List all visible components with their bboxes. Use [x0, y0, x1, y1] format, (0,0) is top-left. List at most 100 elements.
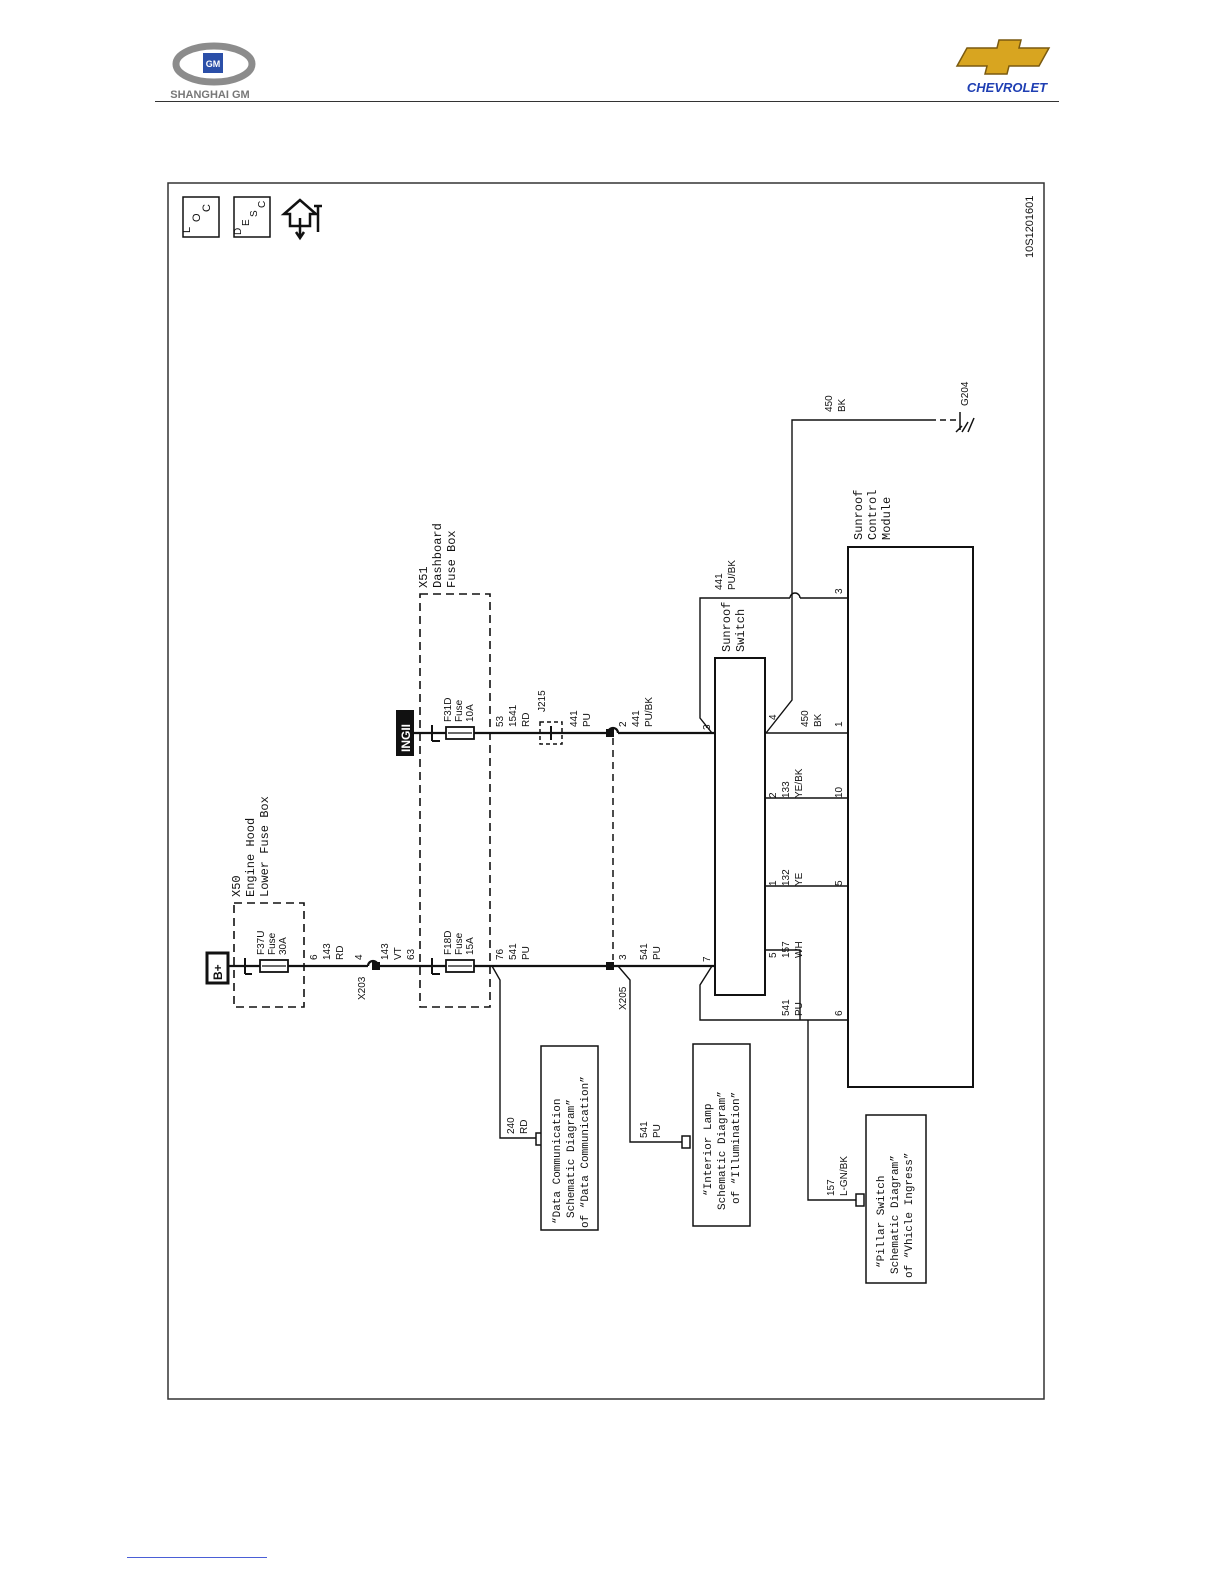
svg-text:Fuse: Fuse [454, 699, 465, 722]
shanghai-gm-logo: GM SHANGHAI GM [170, 42, 256, 101]
svg-text:WH: WH [794, 941, 805, 958]
x51-desc-1: Dashboard [431, 523, 445, 588]
svg-text:1541: 1541 [508, 704, 519, 727]
switch-pin-7: 7 [702, 956, 713, 962]
switch-label-1: Sunroof [720, 602, 734, 652]
svg-text:132: 132 [781, 869, 792, 886]
svg-text:L-GN/BK: L-GN/BK [839, 1156, 850, 1196]
svg-text:441: 441 [714, 573, 725, 590]
ground-g204-icon: G204 [955, 381, 975, 433]
svg-text:BK: BK [837, 398, 848, 412]
svg-text:2: 2 [618, 721, 629, 727]
description-icon: D E S C [233, 196, 271, 238]
svg-text:5: 5 [768, 952, 779, 958]
svg-text:F31D: F31D [443, 698, 454, 722]
svg-text:541: 541 [781, 999, 792, 1016]
location-icon: L O C [181, 196, 220, 238]
svg-text:450: 450 [800, 710, 811, 727]
svg-text:“Data Communication: “Data Communication [552, 1099, 564, 1224]
svg-text:541: 541 [508, 943, 519, 960]
x203-connector [372, 962, 380, 970]
svg-text:2: 2 [768, 792, 779, 798]
x51-fuse-box [419, 593, 491, 1008]
svg-text:Schematic Diagram”: Schematic Diagram” [717, 1091, 729, 1210]
svg-text:YE: YE [794, 872, 805, 886]
svg-text:30A: 30A [278, 937, 289, 955]
svg-text:of “Illumination”: of “Illumination” [731, 1092, 743, 1204]
svg-text:C: C [201, 204, 213, 212]
svg-text:YE/BK: YE/BK [794, 768, 805, 798]
wire-labels: 6 143 RD 4 143 VT 63 76 541 PU 53 1541 R… [309, 395, 850, 1196]
svg-text:Fuse: Fuse [267, 932, 278, 955]
svg-text:PU: PU [652, 946, 663, 960]
svg-text:1: 1 [768, 880, 779, 886]
svg-text:441: 441 [631, 710, 642, 727]
svg-text:SHANGHAI GM: SHANGHAI GM [170, 89, 249, 101]
wire-lines [228, 726, 715, 968]
svg-text:INGII: INGII [399, 724, 413, 752]
svg-text:PU/BK: PU/BK [644, 697, 655, 727]
svg-text:5: 5 [834, 880, 845, 886]
svg-text:CHEVROLET: CHEVROLET [967, 80, 1048, 95]
svg-text:6: 6 [834, 1010, 845, 1016]
svg-text:RD: RD [519, 1120, 530, 1134]
module-label-3: Module [880, 497, 894, 540]
svg-text:143: 143 [380, 943, 391, 960]
ref-interior-lamp: “Interior Lamp Schematic Diagram” of “Il… [681, 1043, 751, 1227]
svg-text:53: 53 [495, 715, 506, 727]
header-divider [155, 101, 1059, 102]
svg-text:PU/BK: PU/BK [727, 560, 738, 590]
x51-desc-2: Fuse Box [445, 530, 459, 588]
svg-text:S: S [249, 210, 260, 217]
svg-text:D: D [233, 228, 244, 235]
j215-splice: J215 [537, 690, 563, 745]
svg-text:441: 441 [569, 710, 580, 727]
svg-text:541: 541 [639, 943, 650, 960]
svg-text:F18D: F18D [443, 931, 454, 955]
svg-text:3: 3 [834, 588, 845, 594]
svg-text:“Pillar Switch: “Pillar Switch [876, 1176, 888, 1268]
svg-text:C: C [257, 201, 268, 208]
svg-text:BK: BK [813, 713, 824, 727]
module-pins: 3 1 10 5 6 [834, 588, 845, 1016]
switch-label-2: Switch [734, 609, 748, 652]
svg-text:Schematic Diagram”: Schematic Diagram” [566, 1099, 578, 1218]
fuse-f37u: F37U Fuse 30A [244, 931, 289, 975]
x50-label: X50 [230, 875, 244, 897]
diagram-frame [167, 182, 1045, 1400]
svg-text:PU: PU [794, 1002, 805, 1016]
svg-text:10A: 10A [465, 704, 476, 722]
svg-text:157: 157 [781, 941, 792, 958]
svg-text:15A: 15A [465, 937, 476, 955]
svg-text:Fuse: Fuse [454, 932, 465, 955]
module-label-2: Control [866, 490, 880, 540]
sunroof-switch [714, 657, 766, 996]
footer-rule [127, 1557, 267, 1558]
svg-text:4: 4 [354, 954, 365, 960]
svg-text:6: 6 [309, 954, 320, 960]
svg-text:143: 143 [322, 943, 333, 960]
svg-text:of “Vhicle Ingress”: of “Vhicle Ingress” [904, 1153, 916, 1278]
svg-text:157: 157 [826, 1179, 837, 1196]
svg-text:63: 63 [406, 948, 417, 960]
x50-desc-1: Engine Hood [244, 818, 258, 897]
svg-text:B+: B+ [211, 964, 225, 980]
svg-text:541: 541 [639, 1121, 650, 1138]
svg-text:F37U: F37U [256, 931, 267, 955]
svg-text:PU: PU [582, 713, 593, 727]
svg-text:PU: PU [521, 946, 532, 960]
fuse-f18d: F18D Fuse 15A [431, 931, 476, 975]
svg-text:PU: PU [652, 1124, 663, 1138]
svg-text:240: 240 [506, 1117, 517, 1134]
fuse-f31d: F31D Fuse 10A [431, 698, 476, 742]
x51-label: X51 [417, 566, 431, 588]
thin-wires [491, 419, 930, 1201]
svg-text:10: 10 [834, 786, 845, 798]
x205-label: X205 [618, 986, 629, 1010]
tool-icon [280, 198, 322, 241]
sunroof-control-module [847, 546, 974, 1088]
svg-text:450: 450 [824, 395, 835, 412]
svg-text:Schematic Diagram”: Schematic Diagram” [890, 1155, 902, 1274]
svg-text:G204: G204 [960, 381, 971, 406]
